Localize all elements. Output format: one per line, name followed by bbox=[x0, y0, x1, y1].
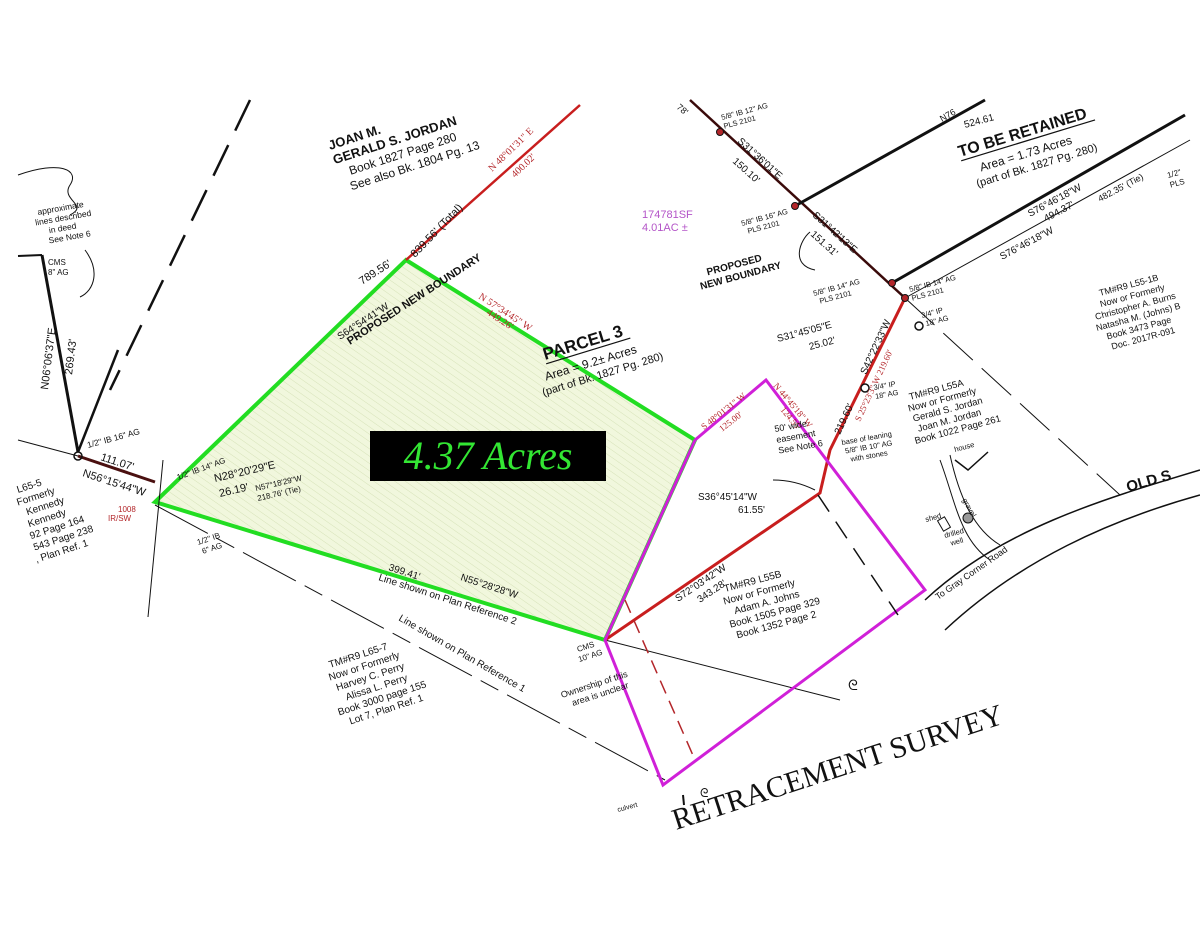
proposed-boundary-arrow bbox=[798, 231, 816, 271]
svg-text:1008: 1008 bbox=[118, 505, 136, 514]
ib12-label: 5/8" IB 12" AG PLS 2101 bbox=[720, 101, 769, 131]
new-boundary-s72 bbox=[604, 297, 907, 642]
owner-johns: TM#R9 L55B Now or Formerly Adam A. Johns… bbox=[722, 569, 822, 641]
svg-text:CMS: CMS bbox=[48, 258, 66, 267]
svg-text:174781SF: 174781SF bbox=[642, 209, 693, 221]
thin-line-left bbox=[17, 439, 79, 457]
leaning-pin-note: base of leaning 5/8" IB 10" AG with ston… bbox=[841, 429, 893, 464]
thin-line-vertical bbox=[147, 459, 164, 618]
distance-25: 25.02' bbox=[808, 335, 837, 353]
bearing-n56: N56°15'44"W bbox=[81, 467, 148, 499]
distance-61: 61.55' bbox=[738, 505, 765, 516]
ip-marker-1 bbox=[914, 321, 924, 331]
plan-ref-1-line bbox=[154, 504, 666, 781]
boundary-to-road bbox=[904, 297, 1121, 496]
total-839: 839.56' (Total) bbox=[409, 202, 466, 260]
tree-symbol-2: ᘓ bbox=[700, 786, 708, 800]
culvert-icon bbox=[682, 794, 685, 806]
boundary-s76 bbox=[891, 113, 1186, 285]
svg-text:8" AG: 8" AG bbox=[48, 268, 69, 277]
house-arrow bbox=[954, 451, 989, 471]
svg-text:4.01AC ±: 4.01AC ± bbox=[642, 222, 688, 234]
cms10-label: CMS 10" AG bbox=[576, 640, 604, 664]
owner-perry: TM#R9 L65-7 Now or Formerly Harvey C. Pe… bbox=[327, 641, 428, 727]
approx-lines-callout bbox=[17, 167, 95, 298]
gravel-label: gravel bbox=[960, 497, 978, 519]
approx-lines-note: approximate lines described in deed See … bbox=[34, 199, 92, 246]
dashed-reference-line bbox=[108, 99, 252, 391]
owner-jordan-l55a: TM#R9 L55A Now or Formerly Gerald S. Jor… bbox=[907, 378, 1002, 447]
ip18-label-a: 3/4" IP 18" AG bbox=[873, 379, 899, 401]
proposed-new-boundary-label-2: PROPOSED NEW BOUNDARY bbox=[699, 253, 783, 292]
acreage-value: 4.37 Acres bbox=[403, 433, 573, 478]
old-road-edge-1 bbox=[924, 469, 1200, 601]
boundary-line-left-diag bbox=[76, 349, 120, 453]
svg-text:3/4" IP: 3/4" IP bbox=[873, 379, 896, 392]
boundary-line-n06 bbox=[40, 254, 80, 453]
area-callout: 174781SF 4.01AC ± bbox=[642, 209, 693, 234]
ip-marker-2 bbox=[860, 383, 870, 393]
marker-ib16: 1/2" IB 16" AG bbox=[86, 426, 141, 450]
svg-text:in deed: in deed bbox=[48, 221, 77, 236]
bearing-s36: S36°45'14"W bbox=[698, 492, 757, 503]
svg-text:1/2": 1/2" bbox=[1166, 168, 1182, 180]
s36-arrow bbox=[772, 479, 816, 491]
cms8-stub bbox=[17, 254, 43, 257]
boundary-n76 bbox=[794, 98, 986, 208]
tie-line-s76 bbox=[904, 139, 1191, 299]
distance-524: 524.61 bbox=[963, 112, 996, 131]
shed-label: shed bbox=[924, 511, 942, 524]
well-label: drilled well bbox=[943, 526, 965, 548]
new-boundary-n48 bbox=[405, 104, 581, 261]
dashed-red-line bbox=[624, 599, 696, 761]
pls-half-label: 1/2" PLS bbox=[1166, 168, 1186, 190]
ib16b-label: 5/8" IB 16" AG PLS 2101 bbox=[740, 207, 789, 236]
ownership-unclear-note: Ownership of this area is unclear bbox=[560, 669, 630, 708]
road-label-gray-corner[interactable]: To Gray Corner Road bbox=[933, 544, 1009, 601]
acreage-highlight-label: 4.37 Acres bbox=[370, 431, 606, 481]
shed-icon bbox=[936, 516, 952, 532]
thin-line-cms bbox=[604, 639, 841, 701]
svg-text:well: well bbox=[948, 535, 964, 547]
pin-marker-4 bbox=[901, 294, 909, 302]
pin-marker-3 bbox=[888, 279, 896, 287]
svg-text:18" AG: 18" AG bbox=[874, 388, 899, 401]
old-road-edge-2 bbox=[944, 494, 1200, 631]
owner-jordan-top: JOAN M. GERALD S. JORDAN Book 1827 Page … bbox=[326, 113, 481, 193]
boundary-line-n56 bbox=[77, 454, 156, 484]
bearing-n06: N06°06'37"E bbox=[39, 327, 59, 390]
svg-text:IR/SW: IR/SW bbox=[108, 514, 132, 523]
pin-marker-2 bbox=[791, 202, 799, 210]
ip18-label-b: 3/4" IP 18" AG bbox=[920, 305, 949, 328]
road-label-old[interactable]: OLD S bbox=[1124, 467, 1173, 496]
distance-78: 78' bbox=[675, 102, 691, 117]
easement-note: 50' wide easement See Note 6 bbox=[774, 418, 824, 455]
dashed-easement-line bbox=[817, 494, 899, 616]
ir1008-label: 1008 IR/SW bbox=[108, 505, 136, 523]
house-label: house bbox=[953, 440, 975, 454]
owner-kennedy: L65-5 Formerly Kennedy Kennedy 92 Page 1… bbox=[15, 477, 95, 565]
survey-title: RETRACEMENT SURVEY bbox=[668, 698, 1007, 836]
svg-text:PLS: PLS bbox=[1169, 177, 1186, 190]
owner-burns: TM#R9 L55-1B Now or Formerly Christopher… bbox=[1094, 272, 1182, 351]
monument-marker bbox=[73, 451, 83, 461]
ib6-label: 1/2" IB 6" AG bbox=[196, 531, 223, 556]
tree-symbol-1: ᘓ bbox=[848, 677, 858, 693]
culvert-label: culvert bbox=[617, 802, 639, 814]
distance-269: 269.43' bbox=[63, 338, 79, 375]
easement-parcel-outline[interactable] bbox=[603, 377, 928, 788]
ib14a-label: 5/8" IB 14" AG PLS 2101 bbox=[812, 277, 861, 306]
cms8-label: CMS 8" AG bbox=[48, 258, 69, 277]
boundary-s31-36 bbox=[689, 99, 906, 299]
pin-marker-1 bbox=[716, 128, 724, 136]
gravel-driveway bbox=[939, 454, 1001, 561]
well-icon bbox=[962, 512, 974, 524]
ib14b-label: 5/8" IB 14" AG PLS 2101 bbox=[908, 273, 957, 303]
